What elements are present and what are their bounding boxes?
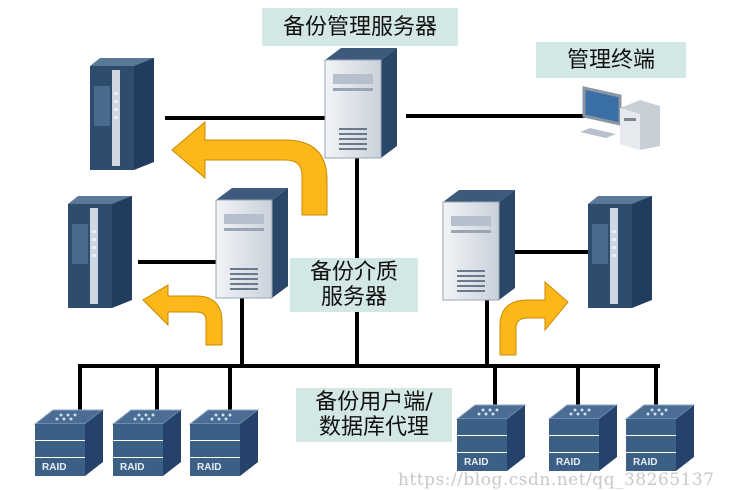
backup-media-server-label: 备份介质 服务器 [290, 258, 418, 312]
arrow-small-right-icon [499, 280, 569, 356]
backup-management-server-label: 备份管理服务器 [262, 8, 458, 46]
right-rack-cabinet-icon [588, 196, 652, 308]
raid-label: RAID [197, 462, 221, 473]
arrow-big-left-icon [171, 120, 328, 216]
label-text: 管理终端 [566, 47, 655, 73]
backup-client-label: 备份用户端/ 数据库代理 [296, 388, 452, 442]
raid-label: RAID [633, 457, 657, 468]
label-text: 备份用户端/ [315, 390, 433, 415]
label-text: 备份介质 [309, 260, 398, 285]
watermark: https://blog.csdn.net/qq_38265137 [398, 470, 715, 490]
right-media-server-icon [442, 189, 516, 301]
backup-management-server-icon [324, 47, 398, 159]
raid-label: RAID [42, 462, 66, 473]
management-terminal-pc-icon [580, 86, 660, 150]
label-text: 服务器 [320, 285, 387, 310]
raid-storage-group: RAID RAID RAID RAID RAID RAID [34, 404, 695, 477]
arrow-small-left-icon [142, 284, 223, 346]
left-media-server-icon [215, 187, 289, 299]
raid-label: RAID [556, 457, 580, 468]
raid-label: RAID [120, 462, 144, 473]
label-text: 备份管理服务器 [282, 14, 437, 40]
network-links [78, 114, 660, 412]
left-rack-cabinet-icon [68, 196, 132, 308]
data-flow-arrows [142, 120, 569, 356]
top-rack-cabinet-icon [90, 58, 154, 170]
label-text: 数据库代理 [318, 415, 429, 440]
raid-label: RAID [464, 457, 488, 468]
management-terminal-label: 管理终端 [536, 42, 686, 78]
